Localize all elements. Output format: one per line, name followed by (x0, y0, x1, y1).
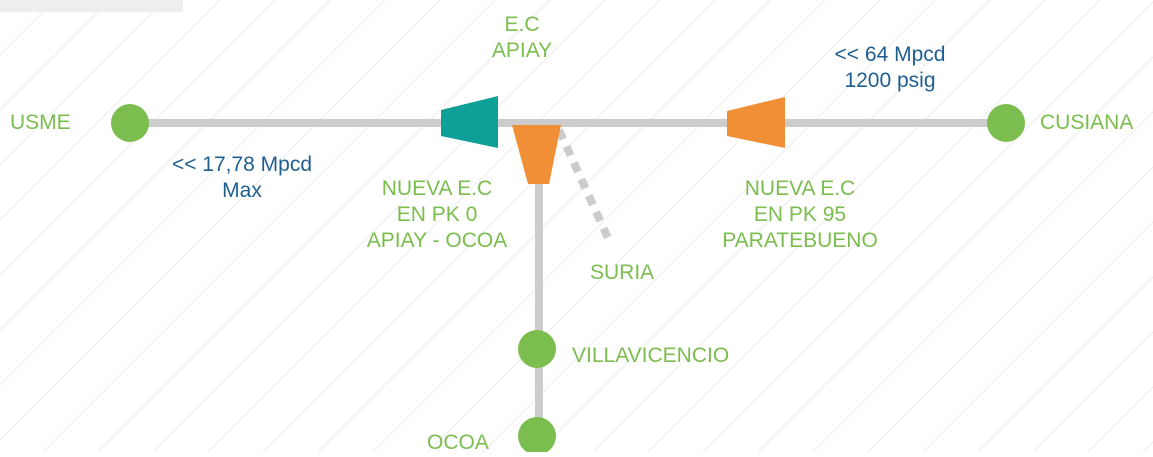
label-station-pk0-line1: NUEVA E.C (381, 177, 493, 200)
node-usme (111, 104, 149, 142)
label-flow-east-line1: << 64 Mpcd (834, 43, 946, 66)
label-station-pk95-line1: NUEVA E.C (744, 177, 856, 200)
station-pk95-compressor (727, 97, 785, 148)
label-station-pk0-line2: EN PK 0 (396, 203, 478, 226)
label-villavicencio: VILLAVICENCIO (572, 344, 730, 367)
corner-tab (0, 0, 183, 12)
label-usme: USME (10, 111, 71, 134)
pipeline-branch-suria (555, 128, 612, 240)
label-station-apiay: E.C APIAY (472, 12, 572, 64)
label-station-pk95-line2: EN PK 95 (753, 203, 847, 226)
label-station-apiay-line1: E.C (504, 13, 540, 36)
label-suria: SURIA (590, 261, 655, 284)
node-ocoa (518, 417, 556, 455)
label-station-pk95-line3: PARATEBUENO (722, 229, 878, 252)
station-apiay-compressor (441, 96, 498, 148)
label-station-pk95: NUEVA E.C EN PK 95 PARATEBUENO (708, 176, 892, 254)
label-station-pk0: NUEVA E.C EN PK 0 APIAY - OCOA (352, 176, 522, 254)
label-flow-west: << 17,78 Mpcd Max (147, 152, 337, 204)
label-flow-west-line2: Max (222, 179, 262, 202)
label-station-apiay-line2: APIAY (491, 39, 553, 62)
label-flow-east-line2: 1200 psig (844, 69, 936, 92)
label-flow-west-line1: << 17,78 Mpcd (171, 153, 313, 176)
station-pk0-compressor (512, 125, 561, 184)
label-ocoa: OCOA (427, 431, 489, 454)
label-station-pk0-line3: APIAY - OCOA (366, 229, 508, 252)
label-flow-east: << 64 Mpcd 1200 psig (800, 42, 980, 94)
node-cusiana (987, 104, 1025, 142)
node-villavicencio (518, 330, 556, 368)
label-cusiana: CUSIANA (1040, 111, 1134, 134)
